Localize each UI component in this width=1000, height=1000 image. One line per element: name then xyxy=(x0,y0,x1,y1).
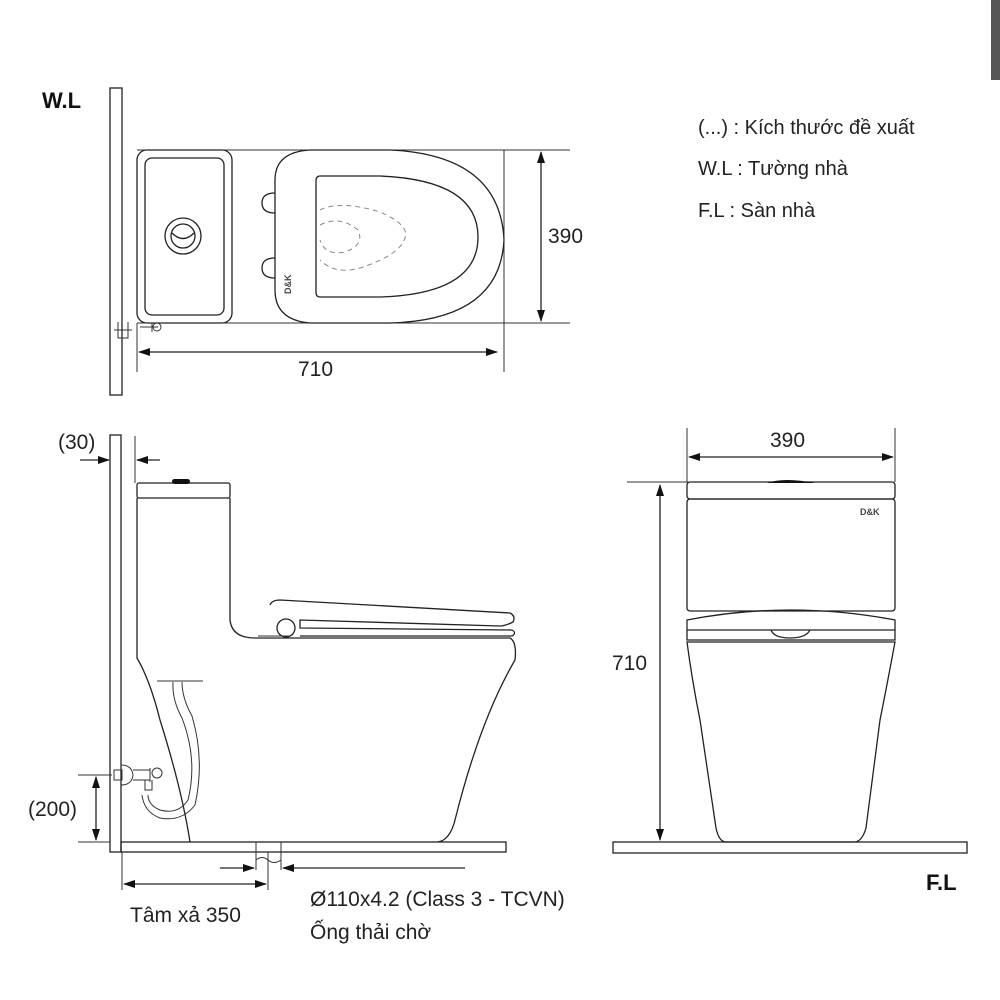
legend-suggested: (...) : Kích thước đề xuất xyxy=(698,117,915,139)
top-depth-dimension: 390 xyxy=(548,225,583,248)
front-view: 390 710 D&K F.L xyxy=(612,428,968,895)
front-height-dimension: 710 xyxy=(612,652,647,675)
pipe-label: Ống thải chờ xyxy=(310,920,431,944)
seat-outline xyxy=(274,149,505,324)
wall-gap-dimension: (30) xyxy=(58,431,95,454)
tank-body xyxy=(686,498,896,612)
floor-level-label: F.L xyxy=(926,870,957,895)
side-view: (30) (200) Tâm xả 350 Ø110x4.2 (Class 3 … xyxy=(28,431,565,944)
wall xyxy=(109,434,122,853)
valve-height-dimension: (200) xyxy=(28,798,77,821)
tank-lid xyxy=(686,481,896,500)
scrollbar-thumb[interactable] xyxy=(991,0,1000,80)
wall-level-label: W.L xyxy=(42,88,81,113)
floor xyxy=(120,841,507,853)
bowl xyxy=(686,641,896,843)
tank-lid xyxy=(136,482,231,499)
legend-wall: W.L : Tường nhà xyxy=(698,158,849,180)
legend: (...) : Kích thước đề xuất W.L : Tường n… xyxy=(698,117,915,222)
rough-in-label: Tâm xả 350 xyxy=(130,904,241,927)
legend-floor: F.L : Sàn nhà xyxy=(698,200,816,222)
top-view: W.L D&K 390 710 xyxy=(42,87,583,396)
top-length-dimension: 710 xyxy=(298,358,333,381)
flush-button-icon xyxy=(164,217,202,255)
brand-logo: D&K xyxy=(283,274,293,294)
wall xyxy=(109,87,123,396)
front-width-dimension: 390 xyxy=(770,429,805,452)
brand-logo: D&K xyxy=(860,507,880,517)
floor xyxy=(612,841,968,854)
tank-top xyxy=(136,149,233,324)
pipe-spec-label: Ø110x4.2 (Class 3 - TCVN) xyxy=(310,888,565,911)
